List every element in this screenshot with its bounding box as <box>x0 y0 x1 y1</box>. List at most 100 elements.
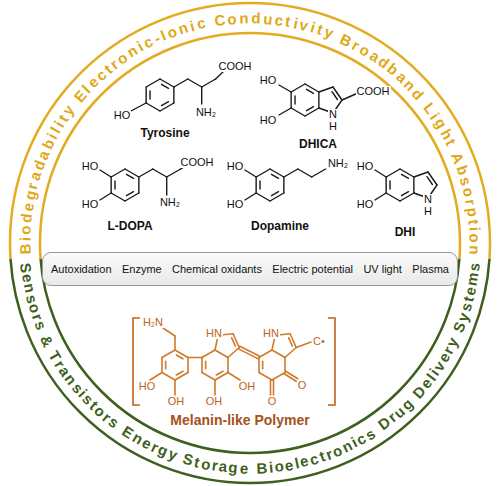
bond-line <box>146 103 160 111</box>
bond-line <box>270 380 272 395</box>
bond-line <box>202 350 215 358</box>
ring-outline <box>40 259 460 453</box>
compound-name: L-DOPA <box>107 220 152 232</box>
bond-line <box>110 177 111 193</box>
bond-line <box>165 361 167 369</box>
bond-line <box>174 380 176 395</box>
ring-letter: d <box>251 10 261 25</box>
ring-keyword: Electronic-Ionic Conductivity <box>69 7 340 107</box>
bond-line <box>160 79 174 87</box>
ring-letter: i <box>292 15 299 31</box>
bond-line <box>271 192 278 196</box>
bond-line <box>161 84 168 88</box>
compound-name: DHICA <box>299 138 337 150</box>
ring-letter: B <box>17 244 32 255</box>
polymer-atom-label: O <box>267 396 278 407</box>
bond-line <box>305 84 319 92</box>
method-label: Autoxidation <box>51 264 112 275</box>
ring-letter: a <box>27 170 44 182</box>
ring-letter: C <box>213 12 226 28</box>
compound-name: Tyrosine <box>140 127 189 139</box>
compound-name: Dopamine <box>251 220 309 232</box>
bond-line <box>272 373 285 381</box>
bond-line <box>175 350 188 358</box>
polymer-name: Melanin-like Polymer <box>170 413 309 427</box>
atom-label: HO <box>259 75 278 86</box>
ring-letter: c <box>195 15 206 31</box>
ring-letter: m <box>464 271 481 287</box>
ring-letter: r <box>463 198 479 206</box>
bond-line <box>294 96 295 104</box>
bond-line <box>163 328 175 336</box>
bond-line <box>273 380 275 395</box>
bond-line <box>138 177 139 193</box>
bond-line <box>188 357 202 359</box>
ring-letter: o <box>227 11 237 27</box>
atom-label: COOH <box>356 86 391 97</box>
polymer-atom-label: OH <box>205 396 224 407</box>
bond-line <box>271 174 278 178</box>
ring-outline <box>10 3 490 259</box>
bond-line <box>111 169 125 177</box>
bond-line <box>245 193 256 200</box>
ring-letter: t <box>466 219 481 225</box>
bond-line <box>176 355 183 359</box>
bond-line <box>386 193 400 201</box>
bond-line <box>375 170 386 177</box>
ring-letter: r <box>210 457 218 473</box>
bond-line <box>255 177 256 193</box>
bond-line <box>291 108 305 116</box>
ring-outline <box>10 259 490 483</box>
bond-line <box>174 79 188 87</box>
atom-label: HO <box>259 115 278 126</box>
bond-line <box>126 174 133 178</box>
ring-keyword: Bioelectronics <box>250 422 380 479</box>
bond-line <box>259 181 260 189</box>
method-label: Plasma <box>412 264 449 275</box>
bond-line <box>413 177 414 193</box>
polymer-bracket <box>133 318 140 405</box>
ring-letter: p <box>465 206 481 217</box>
ring-letter: B <box>256 460 268 476</box>
ring-letter: t <box>285 13 292 29</box>
ring-letter: s <box>466 262 482 272</box>
bond-line <box>332 92 337 100</box>
ring-letter: i <box>268 459 274 474</box>
bond-line <box>319 87 333 92</box>
ring-letter: o <box>467 234 482 243</box>
ring-letter: a <box>218 458 228 474</box>
bond-line <box>305 108 319 116</box>
bond-line <box>306 107 313 111</box>
atom-label: COOH <box>180 157 215 168</box>
bond-line <box>389 181 390 189</box>
bond-line <box>306 89 313 93</box>
bond-line <box>201 87 202 104</box>
bond-line <box>256 193 270 201</box>
bond-line <box>279 85 291 92</box>
bond-line <box>129 103 146 112</box>
atom-label: N <box>328 109 338 120</box>
compound-name: DHI <box>395 226 416 238</box>
atom-label: N <box>423 194 433 205</box>
bond-line <box>296 342 311 348</box>
bond-line <box>291 84 305 92</box>
bond-line <box>227 358 229 373</box>
bond-line <box>428 172 437 185</box>
bond-line <box>205 361 207 369</box>
bond-line <box>139 169 153 177</box>
atom-label: HO <box>81 161 100 172</box>
bond-line <box>160 103 174 111</box>
bond-line <box>153 169 167 177</box>
ring-letter: g <box>22 189 39 201</box>
bond-line <box>233 334 239 348</box>
ring-keyword: Energy Storage <box>117 421 255 479</box>
polymer-atom-label: HN <box>205 328 223 339</box>
bond-line <box>333 87 342 100</box>
bond-line <box>100 170 111 177</box>
ring-letter: n <box>467 245 482 255</box>
ring-letter: r <box>24 181 40 190</box>
bond-line <box>284 374 296 382</box>
bond-line <box>167 169 181 177</box>
bond-line <box>215 373 228 381</box>
